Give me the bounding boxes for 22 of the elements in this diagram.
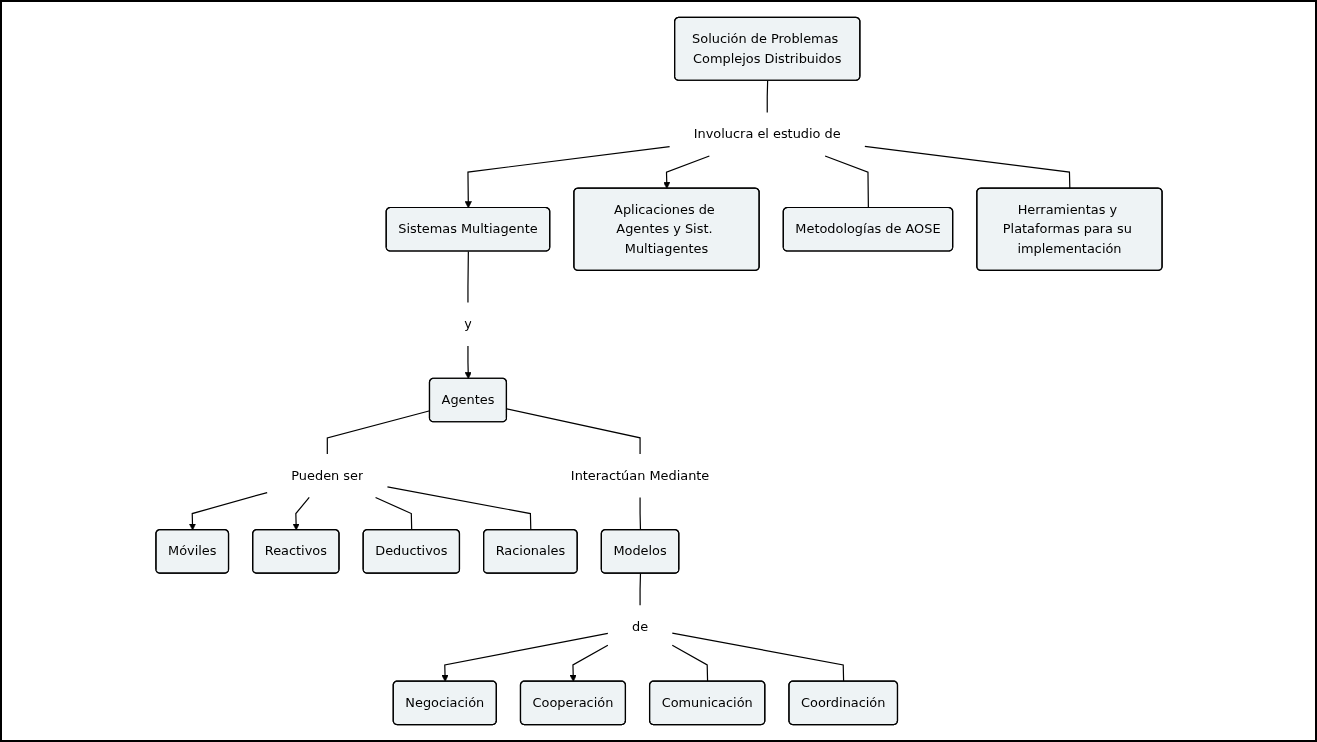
connector (386, 486, 531, 531)
connector (863, 145, 1070, 190)
node-text: Pueden ser (290, 467, 363, 483)
connector (638, 496, 641, 531)
connector (671, 644, 708, 683)
connector (466, 250, 469, 304)
node-text: y (463, 316, 472, 332)
connector (638, 572, 641, 606)
node-text: de (631, 619, 648, 635)
connector (766, 80, 768, 114)
arrow (292, 496, 310, 531)
arrow (569, 644, 608, 682)
arrow (464, 145, 670, 209)
arrow (464, 345, 472, 379)
connector (374, 496, 412, 531)
arrow (662, 155, 710, 189)
connector (671, 632, 844, 683)
connector (505, 408, 641, 455)
arrow (441, 632, 608, 682)
node-text: Involucra el estudio de (693, 126, 841, 142)
node-text: Interactúan Mediante (570, 467, 709, 483)
arrow (188, 491, 268, 531)
